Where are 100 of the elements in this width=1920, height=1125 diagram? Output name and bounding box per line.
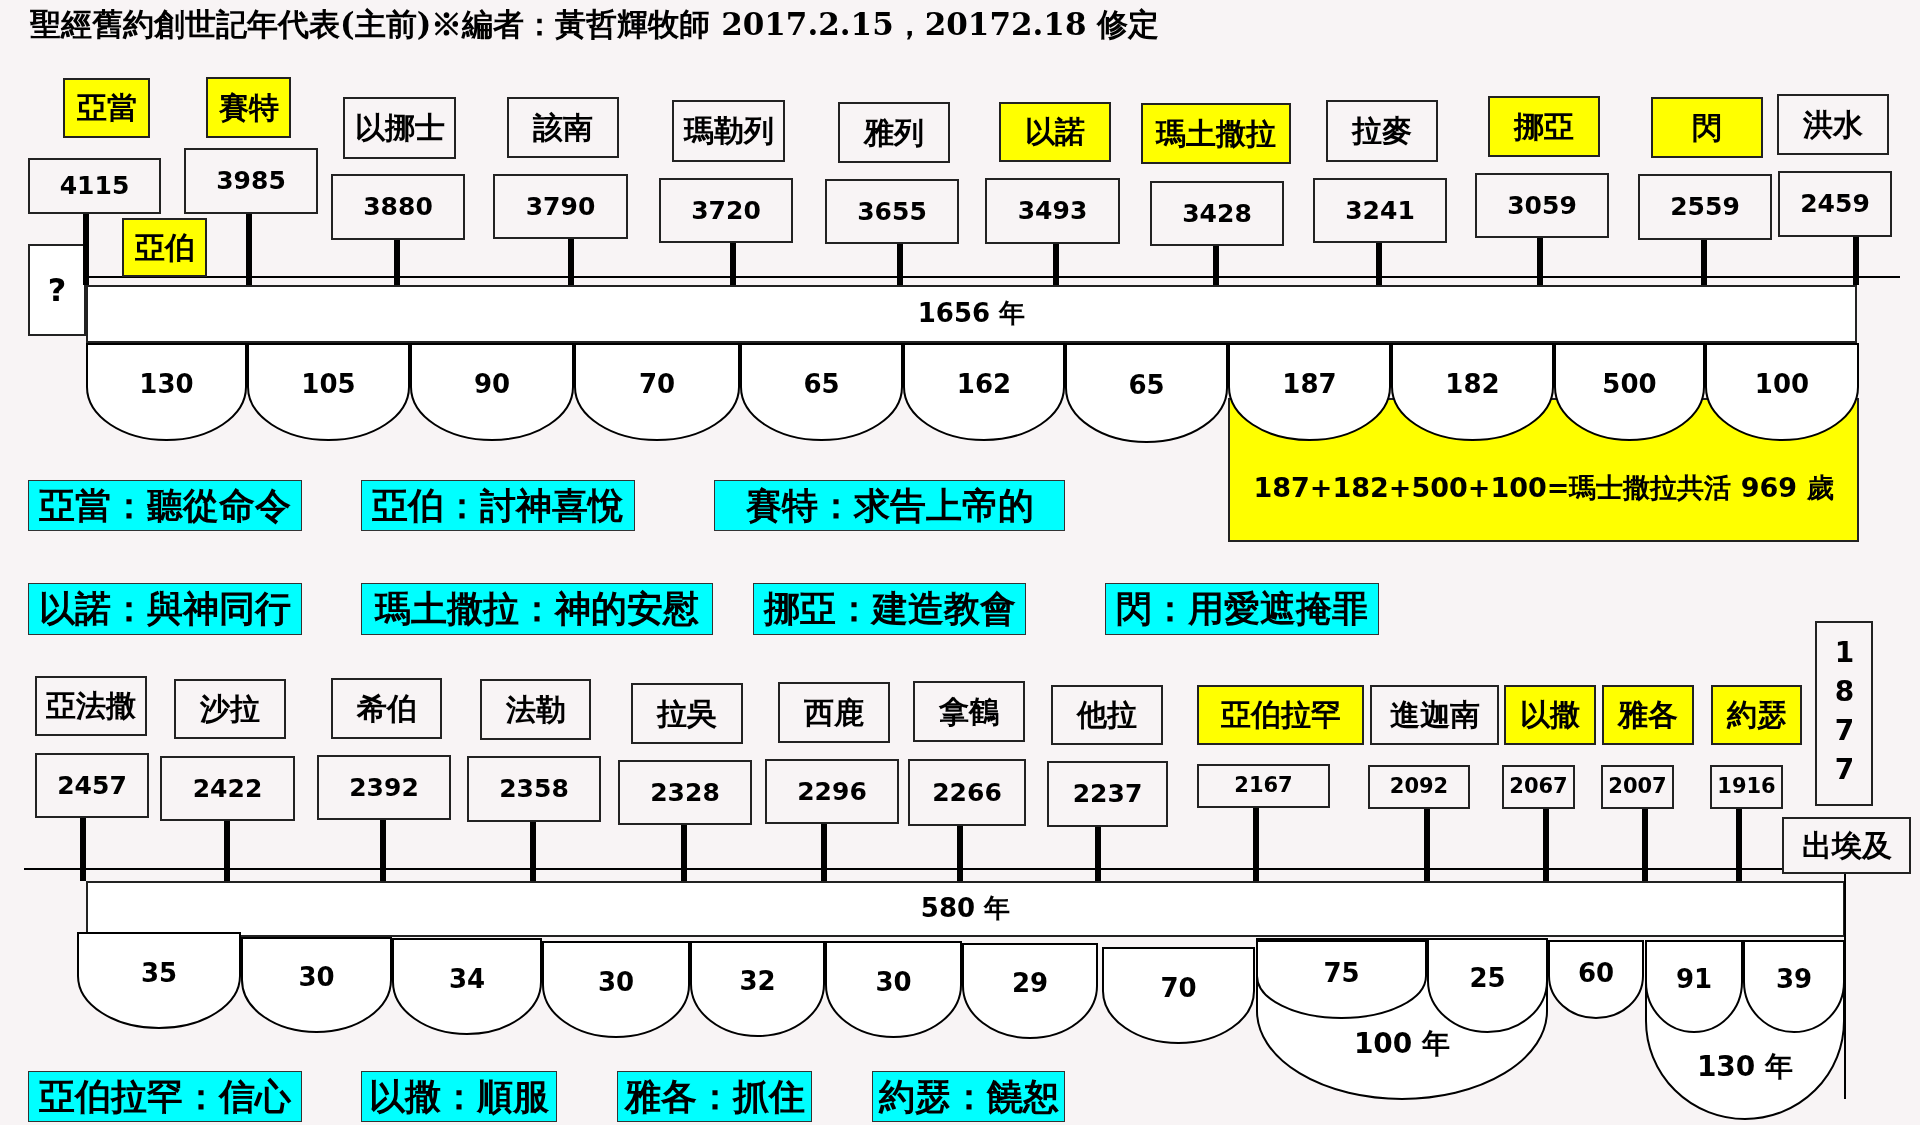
year-box: 2167 xyxy=(1197,764,1330,808)
year-box: 2266 xyxy=(908,759,1026,826)
stem-line xyxy=(380,820,386,881)
year-box: 2237 xyxy=(1047,761,1168,827)
span-arch: 39 xyxy=(1743,940,1845,1033)
meaning-box: 亞伯拉罕：信心 xyxy=(28,1071,302,1122)
name-box: 亞法撒 xyxy=(35,676,147,736)
meaning-box: 亞當：聽從命令 xyxy=(28,480,302,531)
stem-line xyxy=(246,214,252,285)
year-box: 2296 xyxy=(765,759,899,824)
stem-line xyxy=(80,818,86,881)
span-arch: 30 xyxy=(825,941,962,1038)
span-arch: 60 xyxy=(1548,940,1644,1019)
year-box: 2392 xyxy=(317,755,451,820)
year-box: 2328 xyxy=(618,760,752,825)
name-box: 亞當 xyxy=(63,78,150,138)
title: 聖經舊約創世記年代表(主前)※編者：黃哲輝牧師 2017.2.15，20172.18 修定 xyxy=(30,5,1160,44)
span-arch: 35 xyxy=(77,932,241,1029)
name-box: 雅各 xyxy=(1602,685,1694,745)
stem-line xyxy=(1095,827,1101,881)
year-box: 4115 xyxy=(28,158,161,214)
name-box: 西鹿 xyxy=(778,682,890,743)
year-box: 3493 xyxy=(985,178,1120,244)
year-box: 2457 xyxy=(35,753,149,818)
event-box: 出埃及 xyxy=(1782,817,1911,874)
meaning-box: 以撒：順服 xyxy=(361,1071,557,1122)
span-arch: 70 xyxy=(574,343,740,441)
name-box: 賽特 xyxy=(206,77,291,138)
year-box: 3985 xyxy=(184,148,318,214)
stem-line xyxy=(1053,244,1059,285)
span-arch: 29 xyxy=(962,943,1098,1039)
stem-line xyxy=(530,822,536,881)
span-arch xyxy=(1645,940,1845,1120)
stem-line xyxy=(224,821,230,881)
name-box: 進迦南 xyxy=(1370,685,1499,745)
name-box: 沙拉 xyxy=(174,679,286,739)
meaning-box: 約瑟：饒恕 xyxy=(872,1071,1065,1122)
span-arch: 91 xyxy=(1645,940,1743,1033)
year-box: 3241 xyxy=(1313,178,1447,243)
stem-line xyxy=(83,214,89,285)
name-box: 約瑟 xyxy=(1711,685,1802,745)
span-arch: 65 xyxy=(1065,343,1228,443)
stem-line xyxy=(1424,809,1430,881)
name-box: 以諾 xyxy=(999,102,1111,162)
year-box: 3059 xyxy=(1475,173,1609,238)
name-box: 拿鶴 xyxy=(913,681,1025,742)
span-arch: 34 xyxy=(392,938,542,1035)
name-box: 拉吳 xyxy=(631,683,743,744)
year-box: 3790 xyxy=(493,174,628,239)
stem-line xyxy=(568,239,574,285)
year-box: 3880 xyxy=(331,174,465,240)
name-box: 挪亞 xyxy=(1488,96,1600,157)
meaning-box: 雅各：抓住 xyxy=(617,1071,812,1122)
year-box: 3655 xyxy=(825,179,959,244)
stem-line xyxy=(730,243,736,285)
meaning-box: 亞伯：討神喜悅 xyxy=(361,480,635,531)
meaning-box: 瑪土撒拉：神的安慰 xyxy=(361,583,713,635)
span-arch: 32 xyxy=(690,941,825,1037)
year-box: 2559 xyxy=(1638,174,1772,240)
stem-line xyxy=(821,824,827,881)
name-box: 以撒 xyxy=(1504,685,1596,745)
stem-line xyxy=(1543,809,1549,881)
year-box: 3428 xyxy=(1150,181,1284,246)
name-box: 瑪土撒拉 xyxy=(1141,103,1291,164)
stem-line xyxy=(1853,237,1859,285)
span-arch: 130 xyxy=(86,343,247,441)
name-box: 亞伯 xyxy=(122,218,207,277)
stem-line xyxy=(1537,238,1543,285)
stem-line xyxy=(957,826,963,881)
name-box: 希伯 xyxy=(331,678,442,739)
span-arch: 90 xyxy=(410,343,574,441)
name-box: 亞伯拉罕 xyxy=(1197,685,1364,745)
stem-line xyxy=(1642,809,1648,881)
name-box: 瑪勒列 xyxy=(672,100,785,162)
stem-line xyxy=(1376,243,1382,285)
leader-line xyxy=(1844,873,1846,1100)
meaning-box: 賽特：求告上帝的 xyxy=(714,480,1065,531)
stem-line xyxy=(897,244,903,285)
name-box: 法勒 xyxy=(480,679,591,740)
stem-line xyxy=(681,825,687,881)
span-arch: 105 xyxy=(247,343,410,441)
name-box: 雅列 xyxy=(838,102,950,163)
span-arch: 75 xyxy=(1256,940,1427,1019)
name-box: 該南 xyxy=(507,97,619,158)
span-arch: 70 xyxy=(1102,947,1255,1044)
stem-line xyxy=(1213,246,1219,285)
span-arch: 30 xyxy=(542,941,690,1038)
question-box: ? xyxy=(28,244,86,336)
meaning-box: 以諾：與神同行 xyxy=(28,583,302,635)
stem-line xyxy=(1736,809,1742,881)
span-label: 130 年 xyxy=(1695,1050,1795,1084)
span-arch: 65 xyxy=(740,343,903,441)
stem-line xyxy=(394,240,400,285)
year-box: 3720 xyxy=(659,178,793,243)
stem-line xyxy=(1253,808,1259,881)
name-box: 閃 xyxy=(1651,97,1763,158)
name-box: 他拉 xyxy=(1051,685,1163,745)
year-box: 2358 xyxy=(467,756,601,822)
name-box: 以挪士 xyxy=(343,97,456,159)
year-box: 2007 xyxy=(1601,765,1674,809)
